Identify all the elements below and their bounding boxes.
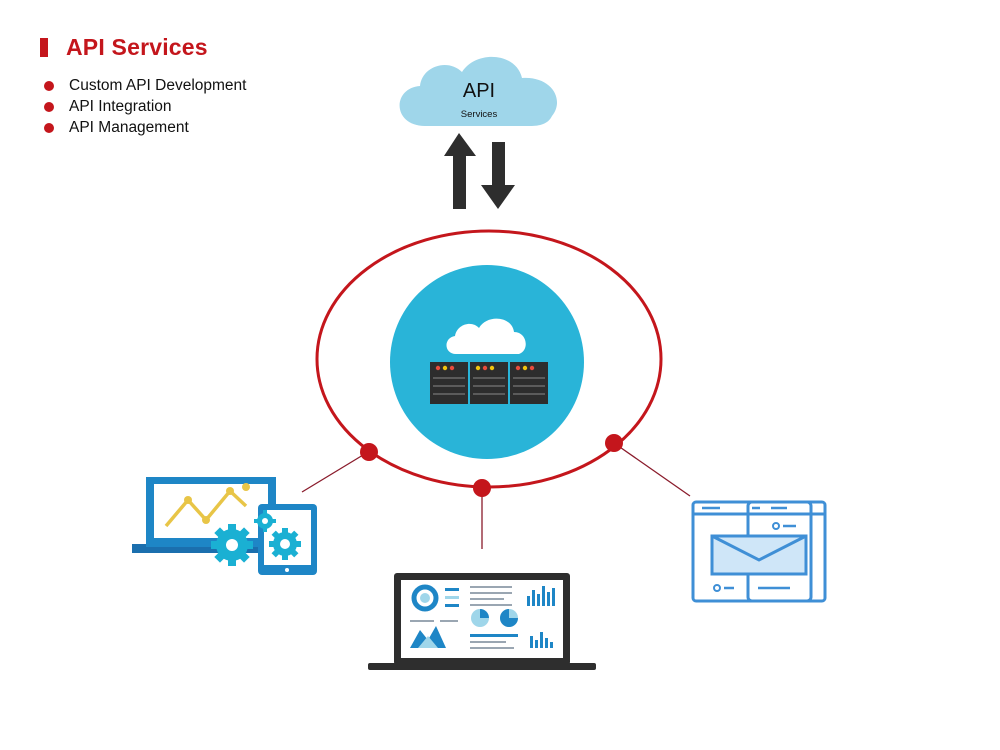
service-item: API Management (40, 117, 246, 138)
page-title: API Services (40, 34, 246, 61)
cloud-subtitle: Services (461, 109, 498, 120)
cloud-title: API (463, 80, 495, 102)
title-bar-marker (40, 38, 48, 57)
laptop-dashboard-icon (368, 573, 596, 670)
request-response-arrows-icon (444, 133, 515, 209)
api-cloud-icon: API Services (399, 56, 558, 126)
service-item-label: API Management (69, 118, 189, 136)
service-item-label: Custom API Development (69, 76, 247, 94)
connector-lines (301, 442, 691, 549)
service-item: API Integration (40, 96, 246, 117)
bullet-dot-icon (44, 101, 54, 112)
page-title-text: API Services (66, 34, 208, 60)
email-app-icon (691, 500, 827, 603)
legend-block: API Services Custom API Development API … (40, 34, 246, 138)
ring-node-bottom (473, 479, 491, 497)
cloud-server-icon (390, 265, 584, 459)
service-item-label: API Integration (69, 97, 172, 115)
service-list: Custom API Development API Integration A… (40, 75, 246, 138)
ring-node-left (360, 443, 378, 461)
analytics-devices-gears-icon (132, 477, 317, 575)
service-item: Custom API Development (40, 75, 246, 96)
bullet-dot-icon (44, 80, 54, 91)
ring-node-right (605, 434, 623, 452)
bullet-dot-icon (44, 122, 54, 133)
